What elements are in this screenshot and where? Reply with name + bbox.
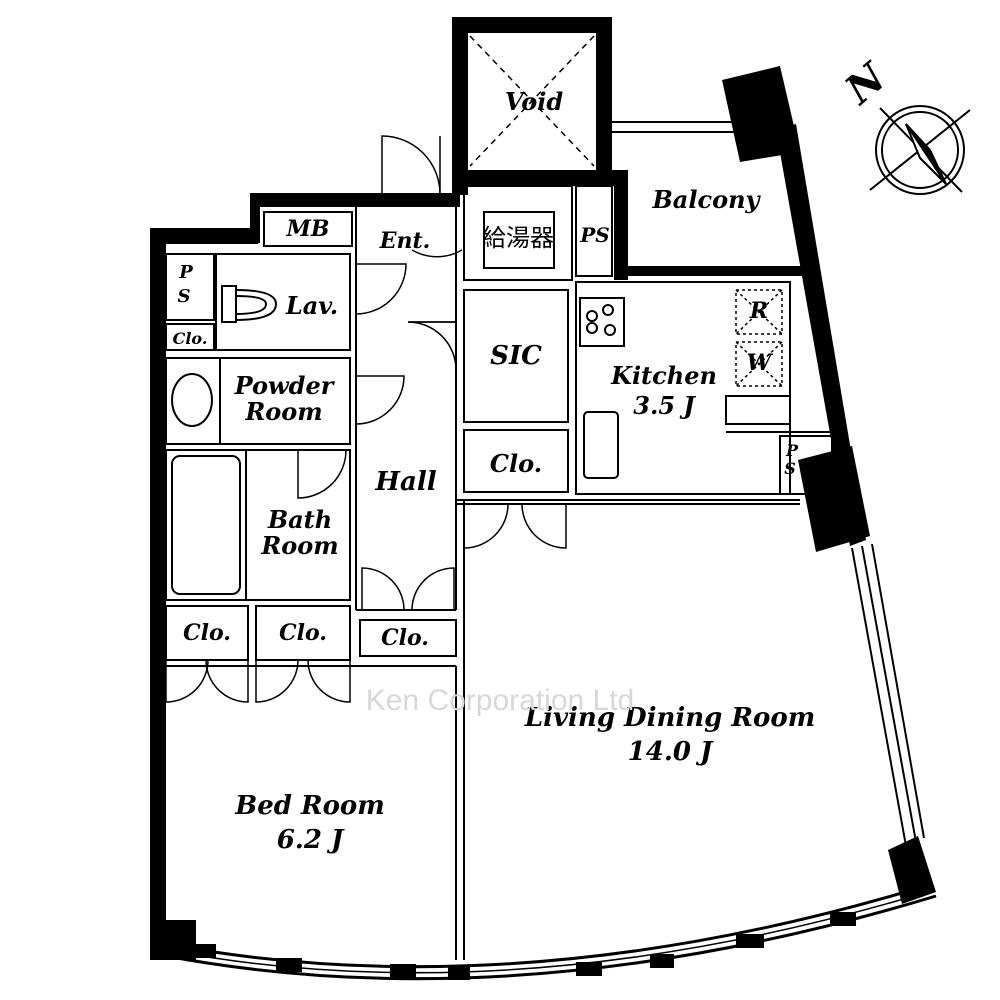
toilet-icon: [221, 285, 278, 323]
bedroom-label: Bed Room: [234, 791, 385, 821]
balcony-label: Balcony: [652, 185, 762, 214]
appliance-spaces: [735, 289, 783, 387]
living-dining-size-label: 14.0 J: [628, 737, 714, 767]
window-mullions: [196, 912, 856, 980]
sink-icon: [171, 373, 213, 427]
kitchen-label: Kitchen: [610, 361, 717, 390]
doors: [165, 135, 567, 703]
bedroom-size-label: 6.2 J: [277, 825, 345, 855]
right-exterior-wall: [776, 124, 866, 546]
bottom-window-wall: [165, 882, 937, 981]
ps-top-label: PS: [579, 223, 609, 247]
entrance-label: Ent.: [379, 228, 431, 254]
closet-mid-label: Clo.: [490, 449, 542, 478]
closet-1-label: Clo.: [183, 620, 231, 646]
ps-left-p-label: P: [178, 262, 193, 283]
lavatory-label: Lav.: [285, 291, 338, 320]
powder-room-label-2: Room: [244, 397, 322, 426]
living-dining-label: Living Dining Room: [524, 703, 815, 733]
compass-icon: [869, 105, 971, 195]
ps-right-s-label: S: [784, 459, 796, 478]
compass-north-label: N: [835, 53, 896, 115]
watermark: Ken Corporation Ltd: [366, 684, 635, 717]
closet-2-label: Clo.: [279, 620, 327, 646]
hall-label: Hall: [374, 467, 436, 497]
ps-right-p-label: P: [785, 441, 799, 460]
bath-room-label-1: Bath: [267, 505, 332, 534]
sic-label: SIC: [490, 341, 542, 371]
kitchen-size-label: 3.5 J: [633, 391, 696, 420]
bath-room-label-2: Room: [260, 531, 338, 560]
washer-label: W: [747, 350, 774, 376]
ps-left-s-label: S: [178, 286, 191, 307]
mb-label: MB: [286, 216, 330, 242]
void-label: Void: [505, 87, 564, 116]
closet-3-label: Clo.: [381, 625, 429, 651]
refrigerator-label: R: [749, 298, 768, 324]
water-heater-label: 給湯器: [482, 224, 554, 252]
closet-small-label: Clo.: [173, 329, 208, 348]
stove-icon: [579, 297, 625, 347]
void-cross: [469, 35, 595, 167]
right-window-wall: [851, 543, 925, 847]
powder-room-label-1: Powder: [234, 371, 336, 400]
